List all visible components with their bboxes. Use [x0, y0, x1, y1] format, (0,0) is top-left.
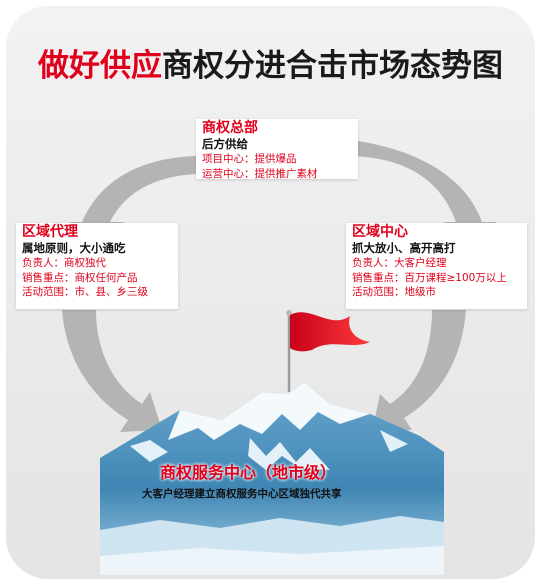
service-center-heading: 商权服务中心（地市级）: [160, 463, 337, 482]
card-regional-center: 区域中心 抓大放小、高开高打 负责人：大客户经理 销售重点：百万课程≥100万以…: [346, 223, 527, 309]
card-line: 活动范围：地级市: [352, 286, 436, 298]
service-center-description: 大客户经理建立商权服务中心区域独代共享: [142, 488, 342, 500]
card-heading: 商权总部: [202, 120, 258, 136]
page-title: 做好供应商权分进合击市场态势图: [0, 40, 541, 85]
card-headquarters: 商权总部 后方供给 项目中心：提供爆品 运营中心：提供推广素材: [196, 119, 358, 180]
card-line: 负责人：大客户经理: [352, 257, 447, 269]
title-dark-part: 商权分进合击市场态势图: [162, 48, 503, 84]
card-line: 销售重点：百万课程≥100万以上: [352, 271, 507, 284]
card-subheading: 后方供给: [202, 137, 248, 151]
card-heading: 区域代理: [22, 224, 78, 240]
card-line: 项目中心：提供爆品: [202, 153, 297, 165]
flag-icon: [286, 310, 370, 392]
card-heading: 区域中心: [352, 224, 408, 240]
arrow-agent-to-service: [62, 310, 162, 432]
mountain-illustration: [100, 382, 444, 575]
card-line: 运营中心：提供推广素材: [202, 167, 318, 180]
card-line: 活动范围：市、县、乡三级: [22, 286, 148, 298]
card-line: 销售重点：商权任何产品: [22, 271, 138, 284]
card-subheading: 抓大放小、高开高打: [352, 241, 456, 255]
arrow-center-to-service: [372, 310, 466, 432]
card-line: 负责人：商权独代: [22, 257, 106, 269]
title-red-part: 做好供应: [38, 48, 162, 84]
card-regional-agent: 区域代理 属地原则，大小通吃 负责人：商权独代 销售重点：商权任何产品 活动范围…: [16, 223, 178, 309]
card-subheading: 属地原则，大小通吃: [22, 241, 126, 255]
